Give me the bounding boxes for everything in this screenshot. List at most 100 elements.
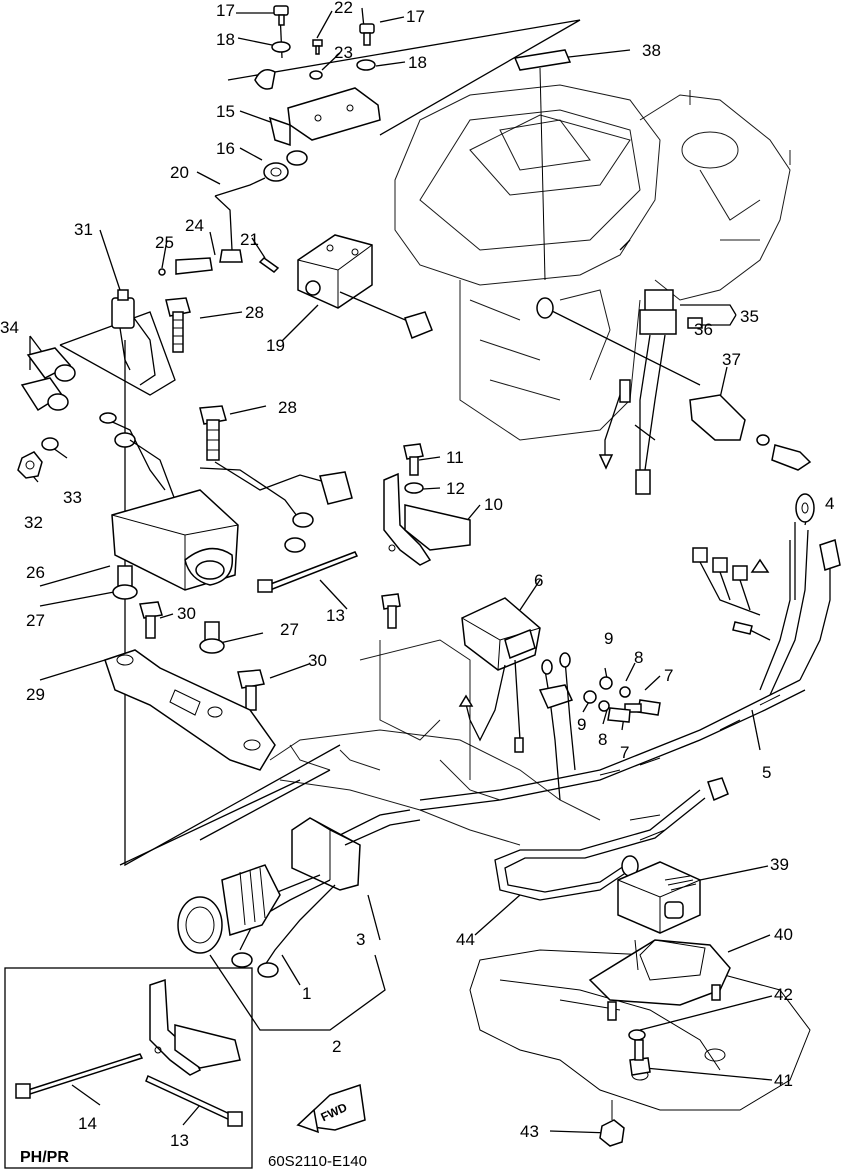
part-39-relay	[617, 861, 701, 934]
part-40-bracket	[588, 939, 731, 1021]
callout-27-right: 27	[280, 620, 299, 639]
callout-23: 23	[334, 43, 353, 62]
part-9-washers	[583, 676, 613, 704]
part-22-screw	[312, 39, 323, 55]
part-41-bolt	[629, 1039, 651, 1076]
callout-26: 26	[26, 563, 45, 582]
part-7-bolts	[607, 699, 661, 723]
part-29-bracket-plate	[104, 649, 276, 771]
callout-44: 44	[456, 930, 475, 949]
part-27-collar-left	[112, 565, 138, 600]
part-35-36-connector	[598, 289, 703, 495]
callout-8-top: 8	[634, 648, 643, 667]
callout-4: 4	[825, 494, 834, 513]
callout-7-bottom: 7	[620, 743, 629, 762]
callout-42: 42	[774, 985, 793, 1004]
callout-9-bottom: 9	[577, 715, 586, 734]
part-28-bolt-mid	[199, 405, 227, 461]
part-13-cable-tie	[257, 551, 359, 593]
part-18-washer-right	[356, 59, 376, 71]
inset-label: PH/PR	[20, 1149, 69, 1166]
part-23-washer	[309, 70, 323, 80]
part-5-wire-harness	[419, 493, 841, 811]
part-44-cable	[494, 777, 729, 901]
part-30-bolt-right	[237, 669, 265, 711]
callout-30-left: 30	[177, 604, 196, 623]
callout-18-left: 18	[216, 30, 235, 49]
part-34-sleeves	[20, 347, 76, 412]
callout-13-inset: 13	[170, 1131, 189, 1150]
part-15-bracket-top	[268, 87, 381, 166]
callout-9-top: 9	[604, 629, 613, 648]
callout-31: 31	[74, 220, 93, 239]
callout-28-mid: 28	[278, 398, 297, 417]
callout-24: 24	[185, 216, 204, 235]
part-20-cable	[214, 177, 266, 263]
part-42-washer	[628, 1029, 646, 1041]
callout-13-main: 13	[326, 606, 345, 625]
part-38-clip	[513, 49, 572, 281]
part-24-terminal	[175, 257, 213, 275]
callout-36: 36	[694, 320, 713, 339]
callout-19: 19	[266, 336, 285, 355]
callout-5: 5	[762, 763, 771, 782]
callout-43: 43	[520, 1122, 539, 1141]
part-16-grommet	[263, 162, 289, 182]
part-25-ring	[158, 268, 166, 276]
part-17-screw-right	[359, 23, 375, 46]
callout-22: 22	[334, 0, 353, 17]
callout-17-left: 17	[216, 1, 235, 20]
part-31-switch	[111, 289, 156, 386]
callout-37: 37	[722, 350, 741, 369]
callout-33: 33	[63, 488, 82, 507]
part-26-rectifier	[99, 412, 353, 591]
part-11-bolt	[403, 443, 424, 476]
part-28-bolt-top	[165, 297, 191, 353]
part-17-screw-left	[273, 5, 289, 26]
callout-39: 39	[770, 855, 789, 874]
callout-27-left: 27	[26, 611, 45, 630]
part-21-pin	[258, 257, 280, 273]
callout-14: 14	[78, 1114, 97, 1133]
callout-6: 6	[534, 571, 543, 590]
callout-8-bottom: 8	[598, 730, 607, 749]
clip-top	[254, 69, 276, 90]
callout-25: 25	[155, 233, 174, 252]
callout-20: 20	[170, 163, 189, 182]
part-1-main-switch	[177, 864, 281, 954]
diagram-code: 60S2110-E140	[268, 1153, 367, 1170]
callout-1: 1	[302, 984, 311, 1003]
callout-35: 35	[740, 307, 759, 326]
callout-15: 15	[216, 102, 235, 121]
callout-40: 40	[774, 925, 793, 944]
callout-30-right: 30	[308, 651, 327, 670]
part-33-washer	[41, 437, 59, 451]
part-19-switch-box	[297, 234, 433, 339]
callout-16: 16	[216, 139, 235, 158]
engine-block	[394, 84, 791, 441]
ground-leads	[538, 652, 576, 801]
callout-2: 2	[332, 1037, 341, 1056]
callout-labels: 17 18 22 17 23 18 38 15 16 20 31 24 21 2…	[0, 0, 834, 1150]
callout-11: 11	[446, 448, 464, 467]
part-18-washer-left	[271, 41, 291, 53]
callout-28-top: 28	[245, 303, 264, 322]
callout-3: 3	[356, 930, 365, 949]
callout-7-top: 7	[664, 666, 673, 685]
callout-38: 38	[642, 41, 661, 60]
callout-29: 29	[26, 685, 45, 704]
callout-41: 41	[774, 1071, 793, 1090]
part-6-cdi-unit	[458, 597, 541, 753]
callout-17-right: 17	[406, 7, 425, 26]
callout-18-right: 18	[408, 53, 427, 72]
inset-ph-pr	[4, 967, 253, 1169]
part-8-washers	[598, 686, 631, 712]
part-37-holder	[536, 297, 812, 471]
part-43-nut	[599, 1100, 625, 1147]
callout-21: 21	[240, 230, 259, 249]
fwd-arrow-icon	[296, 1084, 366, 1134]
part-3-cable-grommet	[231, 809, 421, 978]
callout-32: 32	[24, 513, 43, 532]
part-30-bolt-left	[139, 601, 163, 639]
